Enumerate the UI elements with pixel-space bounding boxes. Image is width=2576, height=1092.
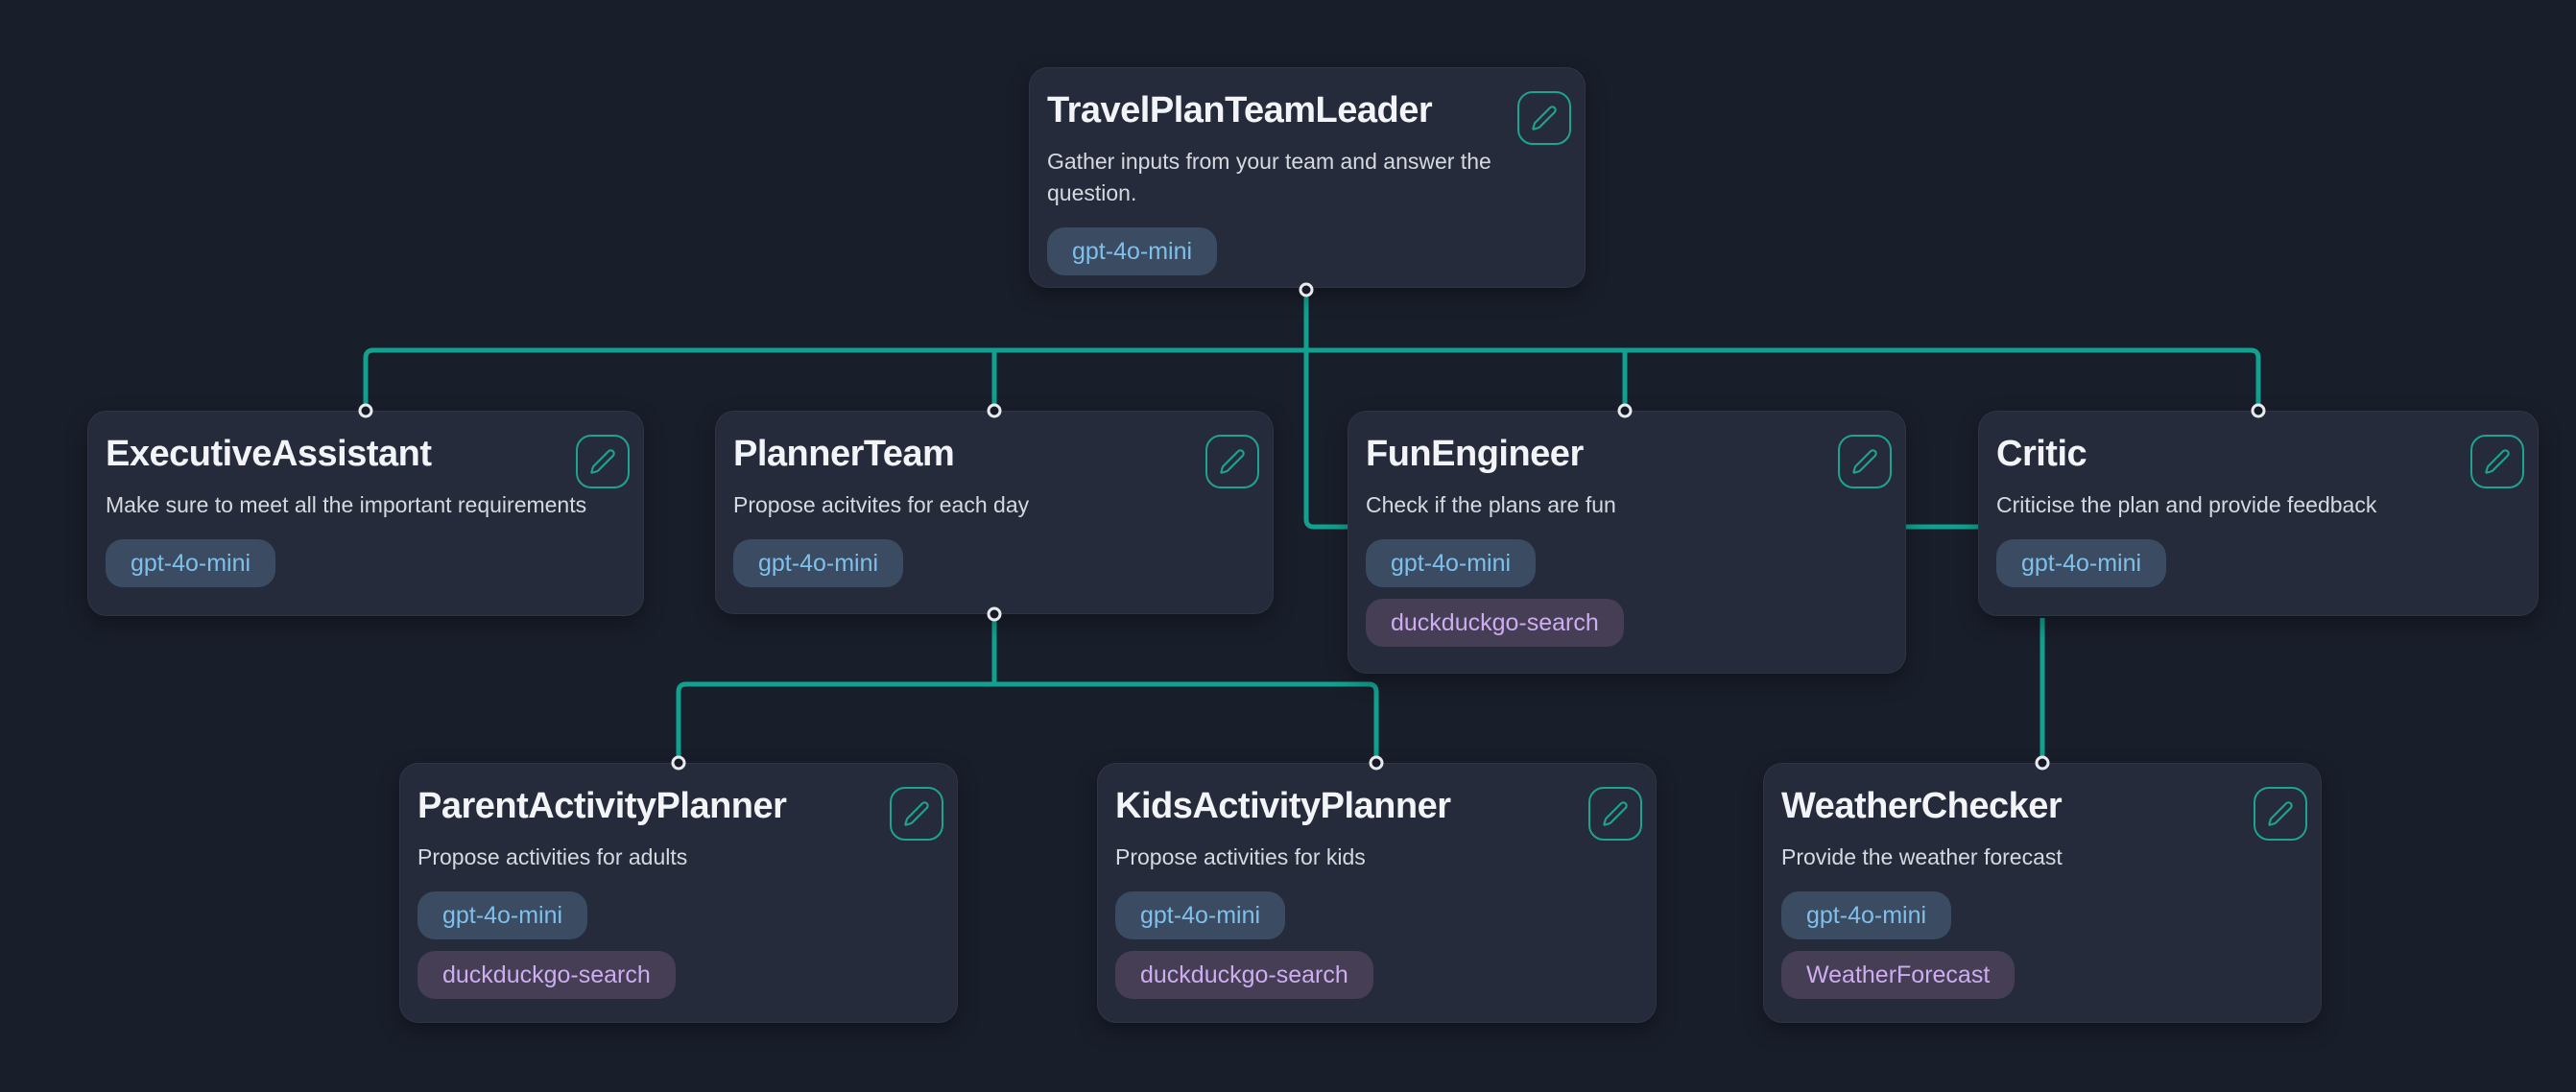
port-handle-top-ParentActivityPlanner[interactable] (671, 755, 686, 771)
node-description: Propose activities for kids (1115, 844, 1366, 869)
node-description: Propose acitvites for each day (733, 492, 1030, 517)
pencil-icon (2484, 448, 2511, 475)
edit-node-button[interactable] (2254, 787, 2307, 841)
edge-row3-bus (676, 681, 1379, 759)
node-description: Criticise the plan and provide feedback (1996, 492, 2377, 517)
node-title: ParentActivityPlanner (417, 786, 787, 826)
node-title: ExecutiveAssistant (106, 434, 432, 474)
node-description: Gather inputs from your team and answer … (1047, 149, 1491, 205)
pencil-icon (589, 448, 616, 475)
model-badge: gpt-4o-mini (1996, 539, 2167, 587)
node-title: TravelPlanTeamLeader (1047, 90, 1433, 131)
node-badges: gpt-4o-mini (1996, 539, 2520, 587)
node-description: Check if the plans are fun (1366, 492, 1616, 517)
port-handle-top-Critic[interactable] (2251, 403, 2266, 418)
port-handle-bottom-TravelPlanTeamLeader[interactable] (1299, 282, 1314, 297)
agent-node-TravelPlanTeamLeader[interactable]: TravelPlanTeamLeader Gather inputs from … (1029, 67, 1586, 288)
agent-node-ExecutiveAssistant[interactable]: ExecutiveAssistant Make sure to meet all… (87, 411, 644, 616)
agent-node-ParentActivityPlanner[interactable]: ParentActivityPlanner Propose activities… (399, 763, 958, 1023)
node-title: KidsActivityPlanner (1115, 786, 1451, 826)
node-title: FunEngineer (1366, 434, 1584, 474)
agent-node-KidsActivityPlanner[interactable]: KidsActivityPlanner Propose activities f… (1097, 763, 1657, 1023)
tool-badge: duckduckgo-search (1366, 599, 1624, 647)
model-badge: gpt-4o-mini (417, 891, 588, 939)
pencil-icon (903, 800, 930, 827)
pencil-icon (2267, 800, 2294, 827)
node-badges: gpt-4o-mini duckduckgo-search (1366, 539, 1888, 647)
node-description: Provide the weather forecast (1781, 844, 2063, 869)
port-handle-top-KidsActivityPlanner[interactable] (1369, 755, 1384, 771)
agent-node-PlannerTeam[interactable]: PlannerTeam Propose acitvites for each d… (715, 411, 1274, 614)
model-badge: gpt-4o-mini (1781, 891, 1952, 939)
edit-node-button[interactable] (2470, 435, 2524, 488)
tool-badge: duckduckgo-search (1115, 951, 1373, 999)
node-badges: gpt-4o-mini (106, 539, 626, 587)
pencil-icon (1531, 105, 1558, 131)
pencil-icon (1851, 448, 1878, 475)
model-badge: gpt-4o-mini (106, 539, 276, 587)
node-badges: gpt-4o-mini duckduckgo-search (1115, 891, 1638, 999)
port-handle-bottom-PlannerTeam[interactable] (987, 606, 1002, 622)
model-badge: gpt-4o-mini (1115, 891, 1286, 939)
edit-node-button[interactable] (1517, 91, 1571, 145)
node-badges: gpt-4o-mini duckduckgo-search (417, 891, 940, 999)
model-badge: gpt-4o-mini (1047, 227, 1218, 275)
node-title: Critic (1996, 434, 2087, 474)
model-badge: gpt-4o-mini (1366, 539, 1537, 587)
node-badges: gpt-4o-mini (1047, 227, 1567, 275)
port-handle-top-ExecutiveAssistant[interactable] (358, 403, 373, 418)
edit-node-button[interactable] (1838, 435, 1892, 488)
edge-row2-bus (363, 347, 2261, 409)
edit-node-button[interactable] (1205, 435, 1259, 488)
port-handle-top-FunEngineer[interactable] (1617, 403, 1633, 418)
edit-node-button[interactable] (576, 435, 630, 488)
agent-node-Critic[interactable]: Critic Criticise the plan and provide fe… (1978, 411, 2539, 616)
agent-node-WeatherChecker[interactable]: WeatherChecker Provide the weather forec… (1763, 763, 2322, 1023)
tool-badge: WeatherForecast (1781, 951, 2015, 999)
edge-leader-stem-and-passthrough (1303, 290, 1978, 530)
node-description: Make sure to meet all the important requ… (106, 492, 587, 517)
model-badge: gpt-4o-mini (733, 539, 904, 587)
node-title: WeatherChecker (1781, 786, 2063, 826)
node-title: PlannerTeam (733, 434, 955, 474)
pencil-icon (1602, 800, 1629, 827)
agent-node-FunEngineer[interactable]: FunEngineer Check if the plans are fun g… (1348, 411, 1906, 674)
pencil-icon (1219, 448, 1246, 475)
edit-node-button[interactable] (890, 787, 943, 841)
port-handle-top-PlannerTeam[interactable] (987, 403, 1002, 418)
tool-badge: duckduckgo-search (417, 951, 676, 999)
edit-node-button[interactable] (1588, 787, 1642, 841)
node-description: Propose activities for adults (417, 844, 688, 869)
port-handle-top-WeatherChecker[interactable] (2035, 755, 2050, 771)
node-badges: gpt-4o-mini (733, 539, 1255, 587)
